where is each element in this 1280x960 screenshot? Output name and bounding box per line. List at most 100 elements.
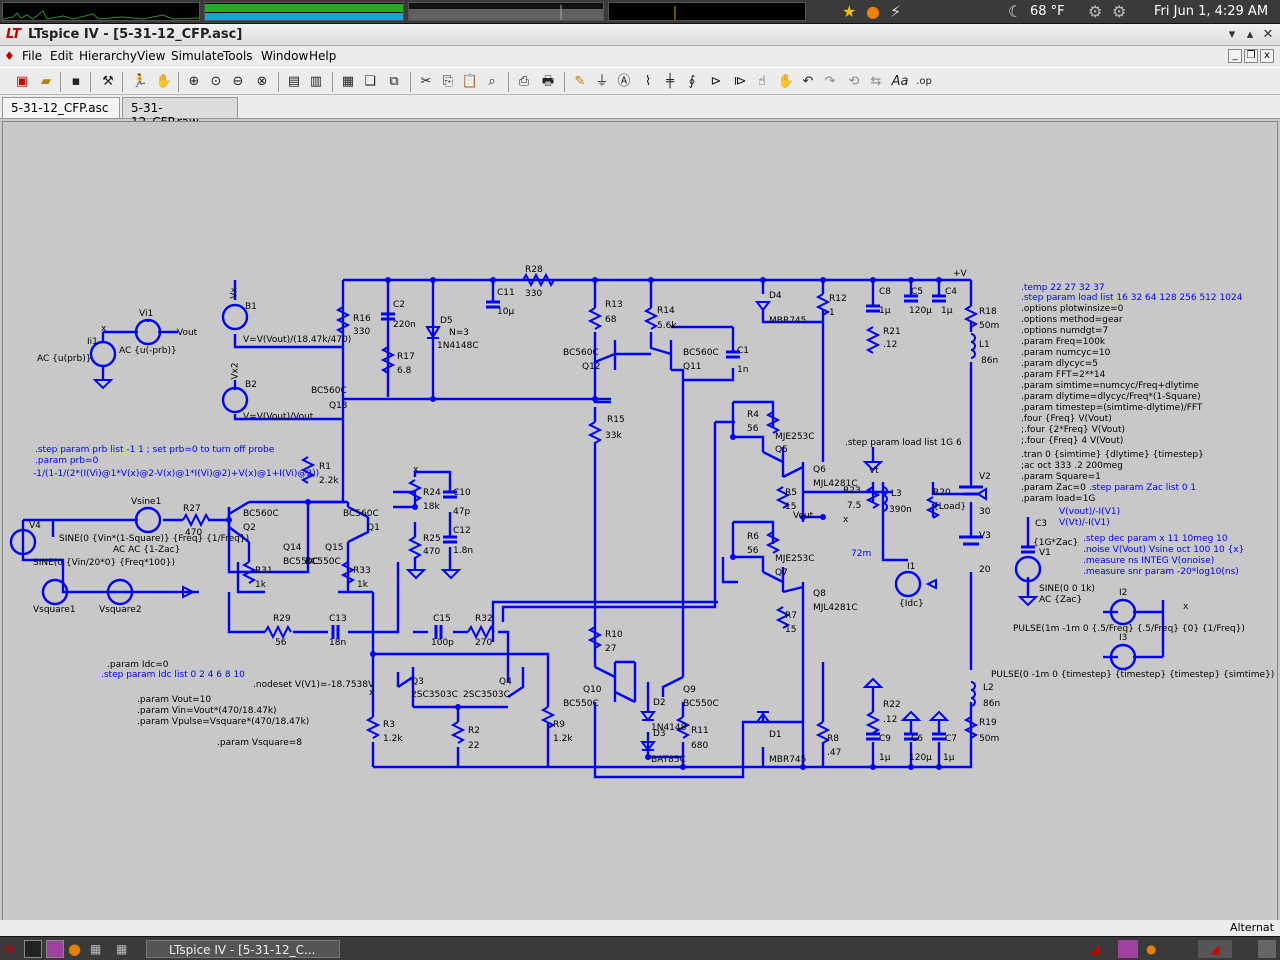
label-R6[interactable]: R6	[747, 532, 759, 542]
label-R2[interactable]: R2	[468, 726, 480, 736]
label-Vsine1[interactable]: Vsine1	[131, 497, 162, 507]
value-R13[interactable]: 68	[605, 315, 617, 325]
label-D5[interactable]: D5	[440, 316, 453, 326]
label-R21[interactable]: R21	[883, 327, 901, 337]
directive-param-dlytime[interactable]: .param dlytime=dlycyc/Freq*(1-Square)	[1021, 392, 1201, 402]
label-C8[interactable]: C8	[879, 287, 892, 297]
directive-step-prb[interactable]: .step param prb list -1 1 ; set prb=0 to…	[35, 445, 275, 455]
gear-icon[interactable]: ⚙	[1088, 2, 1103, 21]
value-D4[interactable]: MBR745	[769, 316, 807, 326]
directive-param-freq[interactable]: .param Freq=100k	[1021, 337, 1106, 347]
label-R12[interactable]: R12	[829, 294, 847, 304]
value-R17[interactable]: 6.8	[397, 366, 412, 376]
menu-tools[interactable]: Tools	[223, 49, 253, 63]
wire-icon[interactable]: ✎	[574, 74, 586, 89]
close-icon[interactable]: ✕	[1262, 27, 1274, 42]
label-R3[interactable]: R3	[383, 720, 395, 730]
directive-opt-method[interactable]: .options method=gear	[1021, 315, 1123, 325]
net-vsquare2[interactable]: Vsquare2	[99, 605, 142, 615]
value-R4[interactable]: 56	[747, 424, 759, 434]
directive-param-fft[interactable]: .param FFT=2**14	[1021, 370, 1106, 380]
calculator-icon[interactable]: ▦	[90, 942, 102, 956]
value-R24[interactable]: 18k	[423, 502, 440, 512]
value-R21[interactable]: .12	[883, 340, 898, 350]
control-panel-icon[interactable]: ⚒	[102, 74, 114, 89]
label-C15[interactable]: C15	[433, 614, 451, 624]
label-C13[interactable]: C13	[329, 614, 347, 624]
value-D3[interactable]: BAT85C	[651, 755, 686, 765]
net-vx[interactable]: Vx	[229, 287, 240, 299]
net-x[interactable]: x	[101, 324, 107, 334]
value-R15[interactable]: 33k	[605, 431, 622, 441]
value-V1[interactable]: SINE(0 0 1k)	[1039, 584, 1095, 594]
label-R14[interactable]: R14	[657, 306, 675, 316]
new-schematic-icon[interactable]: ▣	[15, 74, 29, 89]
mdi-close-icon[interactable]: x	[1260, 49, 1274, 63]
value-R32[interactable]: 270	[475, 638, 493, 648]
zoom-out-icon[interactable]: ⊖	[232, 74, 244, 89]
label-R18[interactable]: R18	[979, 307, 997, 317]
cascade-icon[interactable]: ❏	[364, 74, 376, 89]
label-R29[interactable]: R29	[273, 614, 291, 624]
net-plus-v[interactable]: +V	[953, 269, 967, 279]
tray-firefox-icon[interactable]: ●	[1146, 942, 1157, 956]
label-R11[interactable]: R11	[691, 726, 709, 736]
label-L1[interactable]: L1	[979, 340, 990, 350]
power-icon[interactable]: ⚡	[890, 2, 902, 21]
value-V2[interactable]: 30	[979, 507, 991, 517]
menu-file[interactable]: File	[22, 49, 43, 63]
value-Q11[interactable]: BC560C	[683, 348, 719, 358]
directive-param-prb[interactable]: .param prb=0	[35, 456, 99, 466]
label-R19[interactable]: R19	[979, 718, 997, 728]
print-preview-icon[interactable]: ⎙	[518, 74, 530, 89]
label-R20[interactable]: R20	[933, 488, 951, 498]
value-I2[interactable]: PULSE(1m -1m 0 {.5/Freq} {.5/Freq} {0} {…	[1013, 624, 1245, 634]
label-Q8[interactable]: Q8	[813, 589, 826, 599]
directive-measure-snr[interactable]: .measure snr param -20*log10(ns)	[1083, 567, 1239, 577]
menu-view[interactable]: View	[137, 49, 166, 63]
halt-icon[interactable]: ✋	[155, 74, 173, 89]
minimize-icon[interactable]: ▾	[1228, 27, 1236, 42]
value-R8[interactable]: .47	[827, 748, 842, 758]
directive-opt-plotwinsize[interactable]: .options plotwinsize=0	[1021, 304, 1124, 314]
label-R25[interactable]: R25	[423, 534, 441, 544]
net-x-5[interactable]: x	[369, 688, 375, 698]
net-vout[interactable]: Vout	[177, 328, 198, 338]
directive-param-timestep[interactable]: .param timestep=(simtime-dlytime)/FFT	[1021, 403, 1203, 413]
label-R13[interactable]: R13	[605, 300, 623, 310]
menu-simulate[interactable]: Simulate	[171, 49, 225, 63]
label-Q6[interactable]: Q6	[813, 465, 826, 475]
value-C1[interactable]: 1n	[737, 365, 749, 375]
label-Q14[interactable]: Q14	[283, 543, 302, 553]
schematic-canvas[interactable]: R28 330 R16 330 C2 220n D5 N=3 1N4148C C…	[2, 121, 1278, 936]
net-x-4[interactable]: x	[1183, 602, 1189, 612]
text-icon[interactable]: Aa	[891, 74, 909, 89]
value-C2[interactable]: 220n	[393, 320, 416, 330]
value-Q15[interactable]: BC550C	[305, 557, 341, 567]
label-R27[interactable]: R27	[183, 504, 201, 514]
value-R5[interactable]: 15	[785, 502, 797, 512]
directive-step-idc[interactable]: .step param Idc list 0 2 4 6 8 10	[101, 670, 245, 680]
value-Q14[interactable]: BC550C	[283, 557, 319, 567]
diode-icon[interactable]: ⊳	[710, 74, 722, 89]
value-R12[interactable]: 1	[829, 308, 835, 318]
label-D2[interactable]: D2	[653, 698, 666, 708]
label-B1[interactable]: B1	[245, 302, 257, 312]
directive-param-load[interactable]: .param load=1G	[1021, 494, 1096, 504]
net-vsquare1[interactable]: Vsquare1	[33, 605, 76, 615]
app-menu-icon[interactable]: ⚙	[4, 942, 15, 956]
label-R22[interactable]: R22	[883, 700, 901, 710]
value-Q3[interactable]: 2SC3503C	[411, 690, 458, 700]
value-Ii1[interactable]: AC {u(prb)}	[37, 354, 92, 364]
label-net-icon[interactable]: Ⓐ	[617, 74, 631, 89]
directive-step-load[interactable]: .step param load list 16 32 64 128 256 5…	[1021, 293, 1243, 303]
value-R14[interactable]: 5.6k	[657, 321, 677, 331]
label-D3[interactable]: D3	[653, 729, 666, 739]
value-D1[interactable]: MBR745	[769, 755, 807, 765]
menu-window[interactable]: Window	[261, 49, 309, 63]
label-C11[interactable]: C11	[497, 288, 515, 298]
component-icon[interactable]: ⧐	[733, 74, 747, 89]
value-R27[interactable]: 470	[185, 528, 203, 538]
value-R20[interactable]: {Load}	[933, 502, 967, 512]
label-D4[interactable]: D4	[769, 291, 782, 301]
